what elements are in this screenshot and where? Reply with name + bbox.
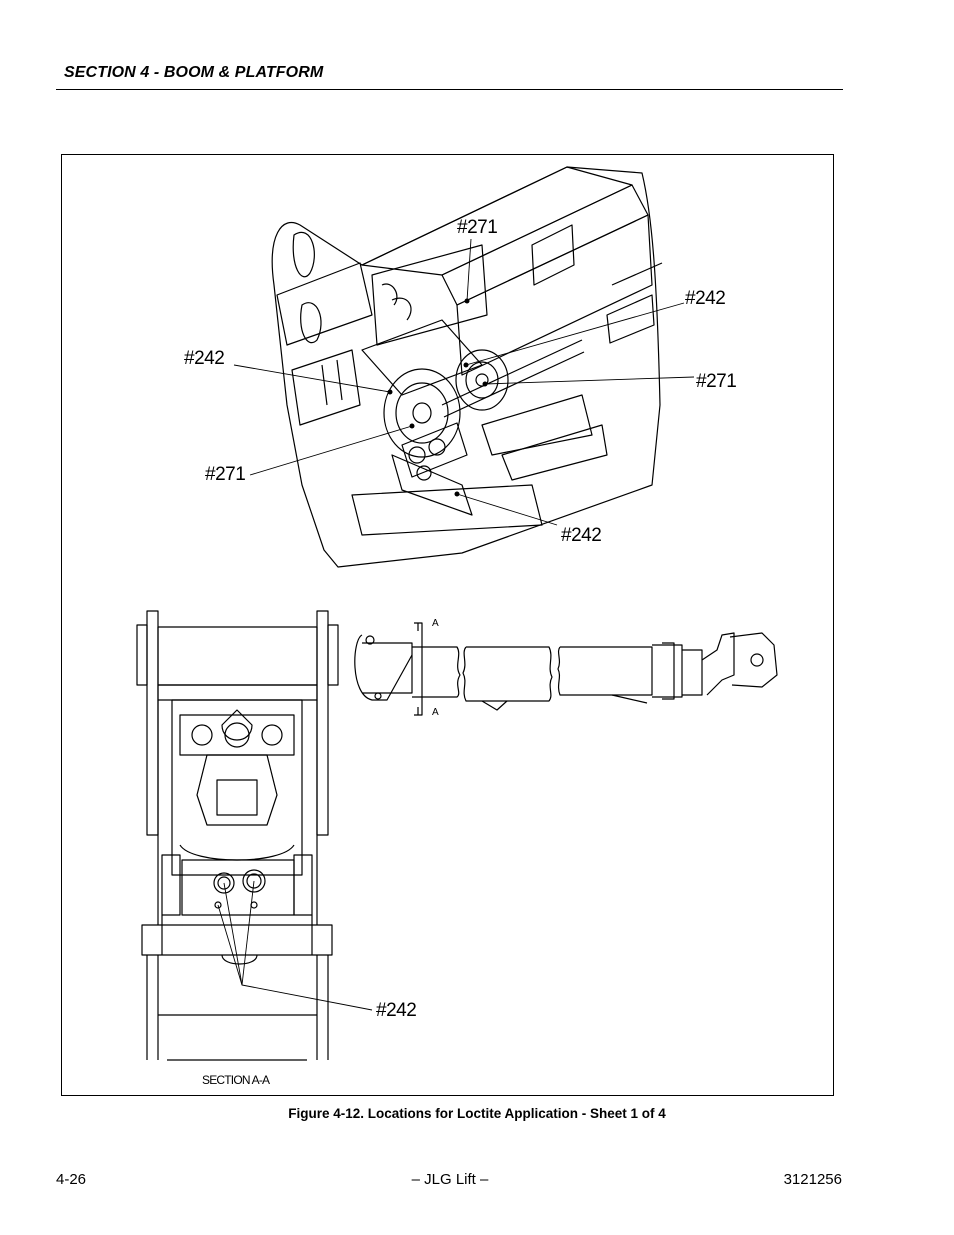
boom-head-iso-view	[271, 166, 663, 568]
figure-frame: #271 #242 #242 #271 #271 #242 #242 A A S…	[61, 154, 834, 1096]
figure-drawing	[136, 166, 778, 1061]
section-label: SECTION A-A	[202, 1073, 270, 1087]
callout-271-right: #271	[696, 371, 737, 392]
callout-271-top: #271	[457, 217, 498, 238]
leader-lines-section	[217, 880, 373, 1011]
footer-doc-number: 3121256	[783, 1171, 842, 1188]
callout-dots-upper	[387, 298, 488, 497]
section-mark-top: A	[432, 618, 439, 629]
callout-271-left: #271	[205, 464, 246, 485]
callout-242-upper-right: #242	[685, 288, 726, 309]
callout-242-section: #242	[376, 1000, 417, 1021]
leader-lines-upper	[233, 238, 695, 526]
figure-caption: Figure 4-12. Locations for Loctite Appli…	[288, 1106, 666, 1121]
callout-242-left: #242	[184, 348, 225, 369]
footer-center-text: – JLG Lift –	[411, 1171, 489, 1188]
footer-page-number: 4-26	[56, 1171, 87, 1188]
header-rule	[56, 89, 843, 90]
section-a-a-view	[136, 610, 339, 1061]
section-header: SECTION 4 - BOOM & PLATFORM	[64, 64, 324, 81]
callout-242-lower-right: #242	[561, 525, 602, 546]
boom-side-view	[354, 622, 778, 716]
section-mark-bottom: A	[432, 707, 439, 718]
